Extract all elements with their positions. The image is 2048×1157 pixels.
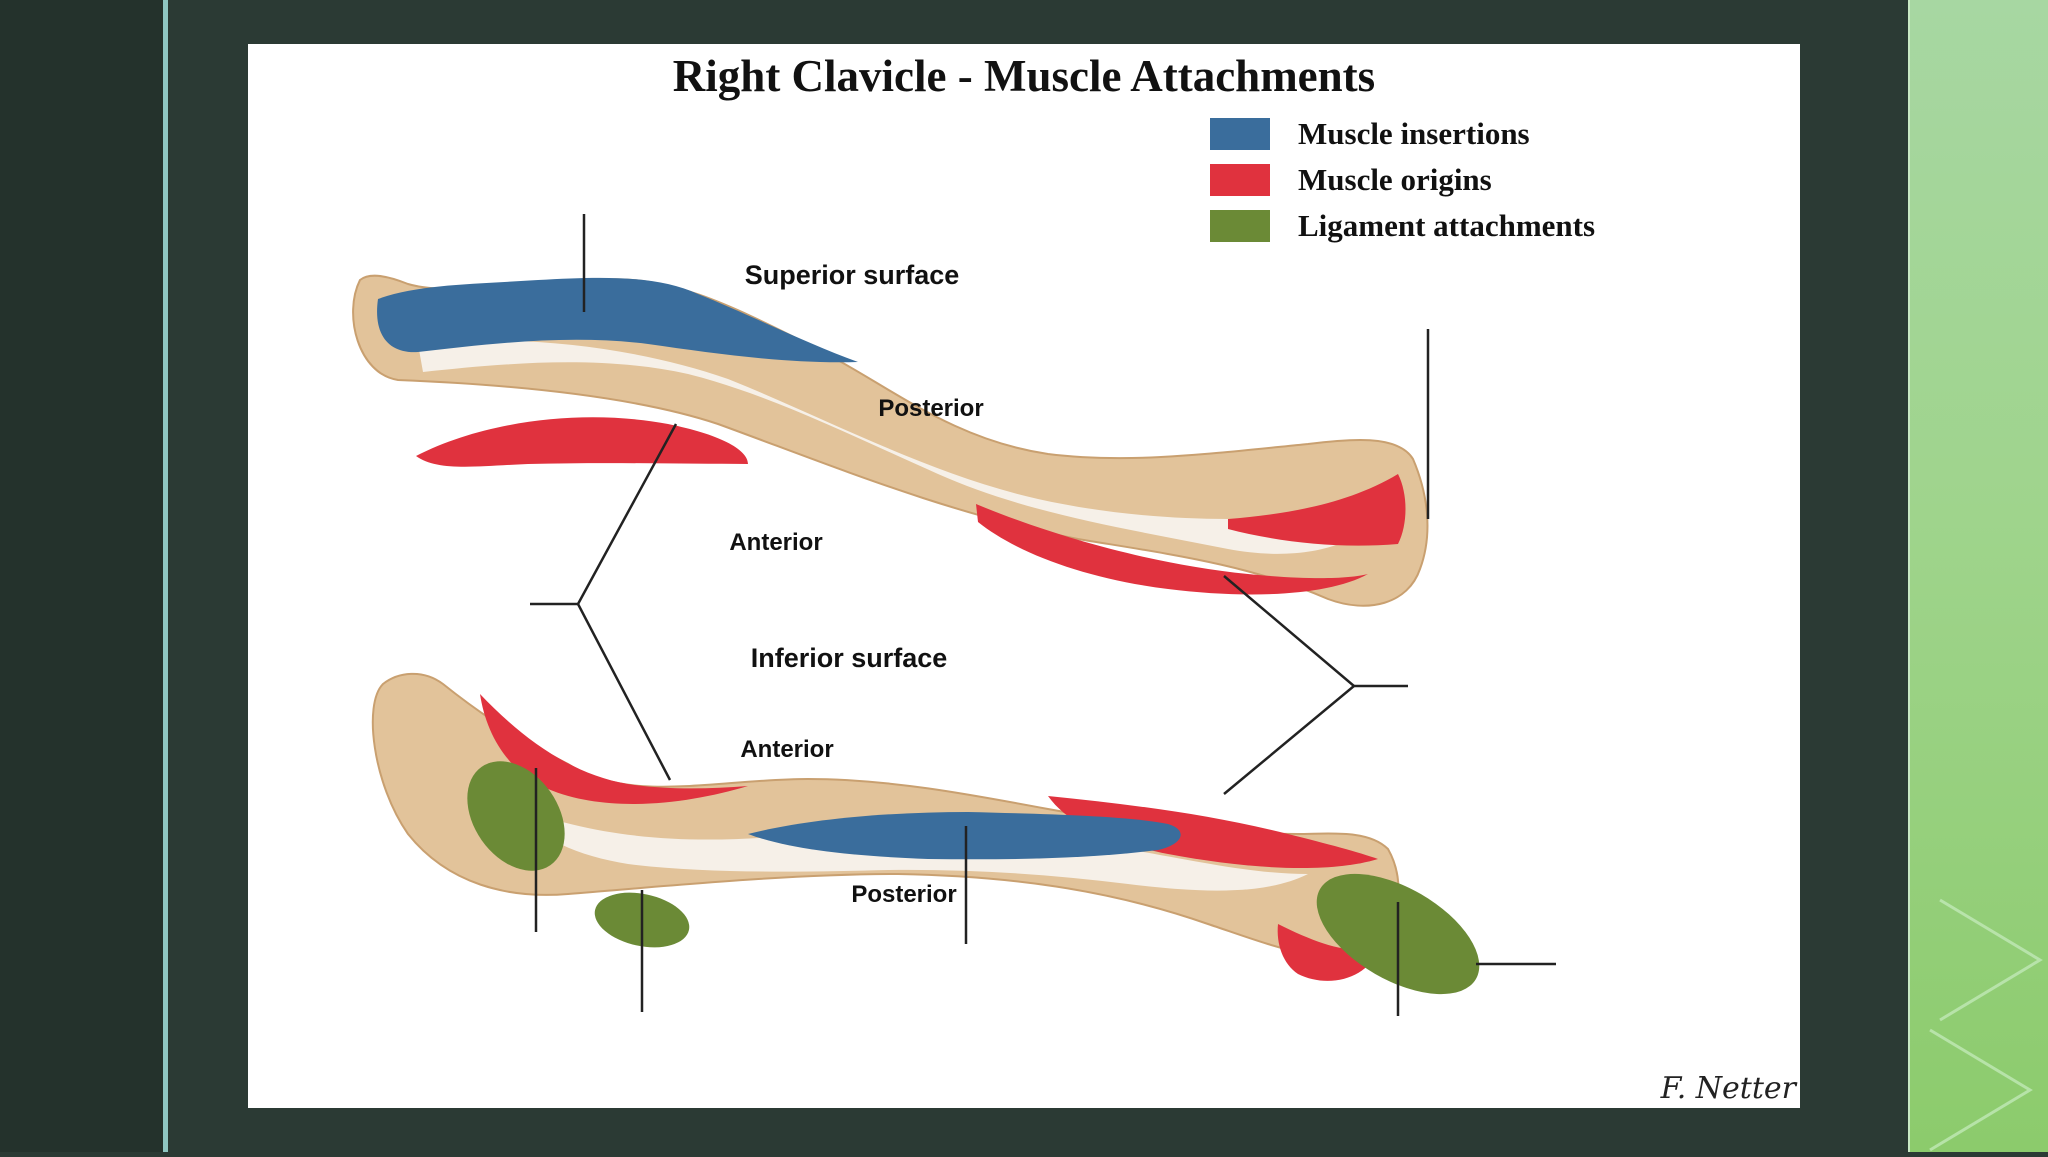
inferior-insertion-area bbox=[748, 812, 1181, 860]
figure-title: Right Clavicle - Muscle Attachments bbox=[672, 51, 1376, 101]
artist-signature: F. Netter bbox=[1660, 1071, 1796, 1106]
inferior-origin-area-long bbox=[1048, 796, 1378, 869]
label-anterior-top: Anterior bbox=[729, 529, 822, 556]
inferior-origin-area-distal bbox=[1277, 924, 1378, 981]
ligament-area-costoclavicular bbox=[467, 761, 565, 871]
superior-clavicle-bone bbox=[352, 274, 1429, 607]
inferior-origin-area-anterior bbox=[480, 694, 748, 804]
legend-swatch-ligaments bbox=[1210, 210, 1270, 242]
superior-origin-area-right bbox=[1228, 474, 1406, 546]
legend-label-insertions: Muscle insertions bbox=[1298, 116, 1530, 151]
superior-insertion-area bbox=[377, 277, 858, 363]
leader-lines bbox=[530, 214, 1556, 1016]
label-inferior-surface: Inferior surface bbox=[751, 643, 948, 673]
label-superior-surface: Superior surface bbox=[745, 260, 960, 290]
right-green-panel bbox=[1910, 0, 2048, 1152]
left-accent-rule bbox=[163, 0, 168, 1152]
superior-origin-area-left bbox=[416, 417, 748, 467]
label-anterior-bottom: Anterior bbox=[740, 736, 833, 763]
chevron-decoration-icon bbox=[1929, 898, 2043, 1152]
legend-label-origins: Muscle origins bbox=[1298, 162, 1492, 197]
label-posterior-bottom: Posterior bbox=[851, 881, 956, 908]
superior-origin-area-middle bbox=[976, 504, 1368, 595]
leader-line-bracket-right bbox=[1223, 575, 1356, 795]
clavicle-diagram: Superior surface Posterior Anterior Infe… bbox=[352, 214, 1556, 1016]
clavicle-figure: Right Clavicle - Muscle Attachments Musc… bbox=[248, 44, 1800, 1108]
label-posterior-top: Posterior bbox=[878, 395, 983, 422]
legend-swatch-insertions bbox=[1210, 118, 1270, 150]
legend-label-ligaments: Ligament attachments bbox=[1298, 208, 1596, 243]
left-dark-panel bbox=[0, 0, 163, 1152]
leader-line-bracket-left bbox=[576, 423, 678, 781]
legend-swatch-origins bbox=[1210, 164, 1270, 196]
inferior-clavicle-bone bbox=[371, 672, 1480, 995]
